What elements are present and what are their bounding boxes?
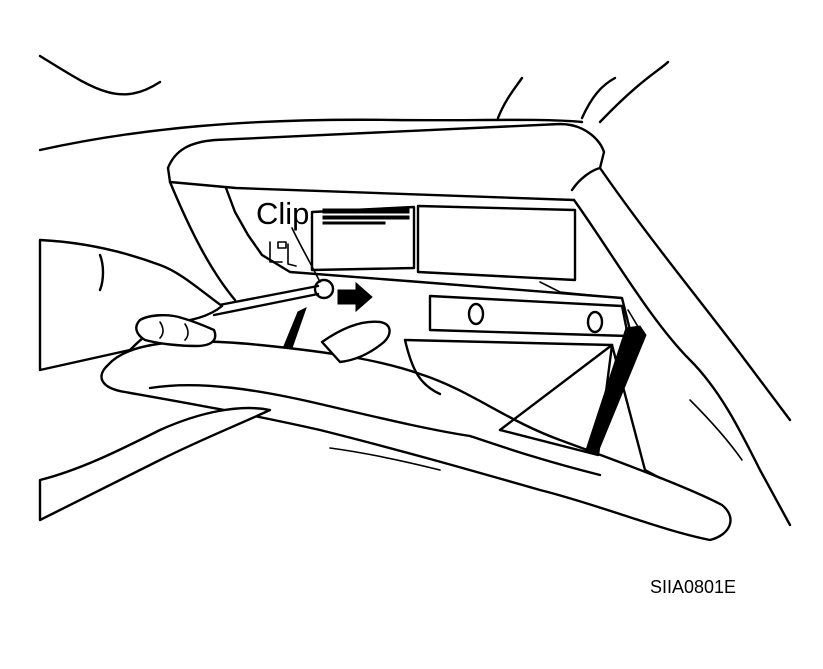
bracket-hole-right — [586, 310, 604, 334]
dashboard-upper-panel — [166, 122, 792, 527]
technician-hands — [38, 238, 391, 522]
dashboard-background-lines — [38, 54, 670, 152]
arrow-right-icon — [337, 281, 373, 313]
glove-box-lid — [100, 338, 732, 542]
rear-bracket — [428, 294, 630, 338]
glove-box-opening — [224, 186, 632, 332]
clip-marker-bar-2 — [322, 215, 410, 220]
clip-slot — [277, 241, 287, 249]
clip-leader-line — [291, 227, 321, 283]
screwdriver — [212, 278, 335, 349]
clip-marker-bar-3 — [322, 221, 386, 225]
damper-strut — [585, 309, 647, 453]
clip-marker-bar-1 — [322, 208, 410, 214]
bracket-hole-left — [467, 302, 485, 326]
screwdriver-tip-clip — [313, 278, 335, 300]
clip-label: Clip — [256, 196, 309, 231]
figure-id: SIIA0801E — [650, 577, 736, 597]
